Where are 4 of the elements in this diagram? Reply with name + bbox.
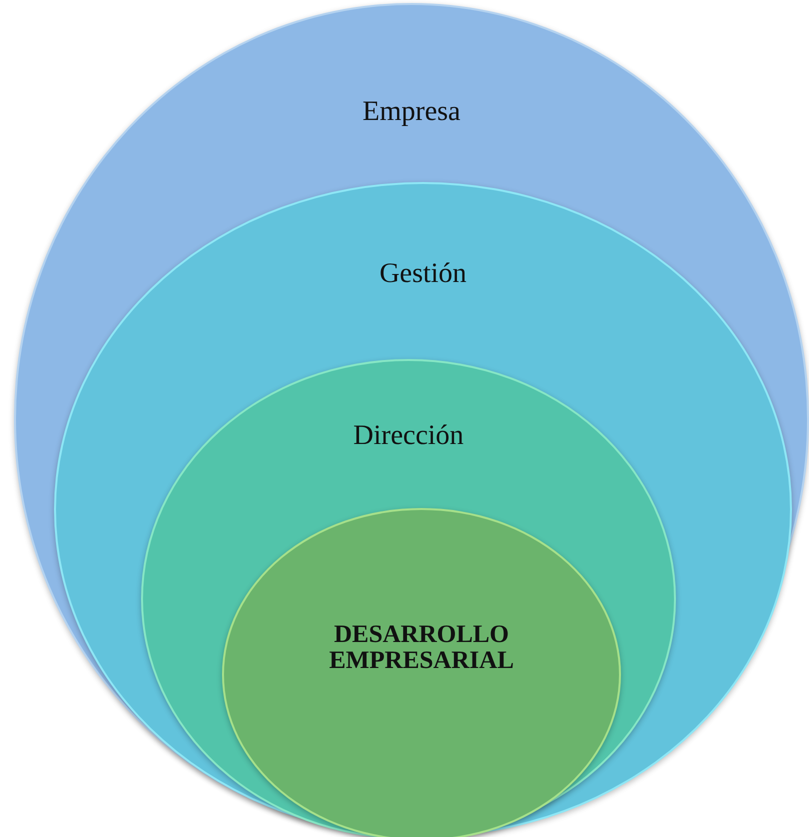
circle-label: Dirección: [352, 421, 465, 450]
circle-label: Gestión: [378, 259, 468, 288]
circle-label: Empresa: [362, 97, 462, 126]
circle-label: DESARROLLO EMPRESARIAL: [328, 622, 515, 674]
